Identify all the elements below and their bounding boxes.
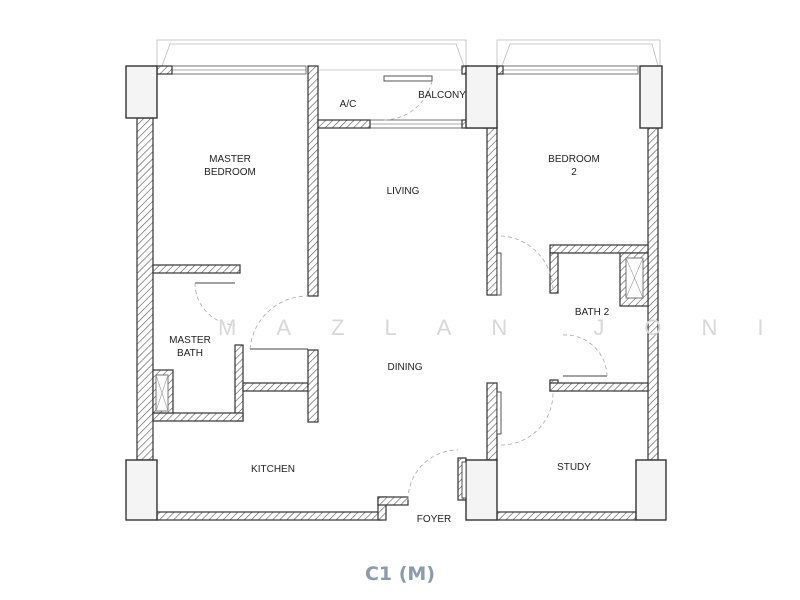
label-ac: A/C bbox=[340, 99, 357, 110]
shafts bbox=[155, 257, 644, 412]
label-bedroom2-1: BEDROOM bbox=[548, 154, 600, 165]
walls bbox=[136, 65, 659, 521]
label-bedroom2-2: 2 bbox=[571, 167, 577, 178]
label-master-bath-1: MASTER bbox=[169, 335, 211, 346]
balcony-ledge bbox=[156, 39, 661, 67]
label-dining: DINING bbox=[388, 362, 423, 373]
label-balcony: BALCONY bbox=[418, 90, 466, 101]
doors bbox=[194, 75, 608, 501]
label-master-bath-2: BATH bbox=[177, 348, 203, 359]
unit-title: C1 (M) bbox=[365, 563, 435, 585]
label-living: LIVING bbox=[387, 186, 420, 197]
columns bbox=[125, 65, 667, 521]
watermark: MAZLAN JONI bbox=[218, 315, 800, 340]
label-foyer: FOYER bbox=[417, 514, 451, 525]
windows bbox=[171, 65, 639, 129]
label-bath2: BATH 2 bbox=[575, 307, 610, 318]
label-master-bedroom-1: MASTER bbox=[209, 154, 251, 165]
label-kitchen: KITCHEN bbox=[251, 464, 295, 475]
label-master-bedroom-2: BEDROOM bbox=[204, 167, 256, 178]
label-study: STUDY bbox=[557, 462, 591, 473]
